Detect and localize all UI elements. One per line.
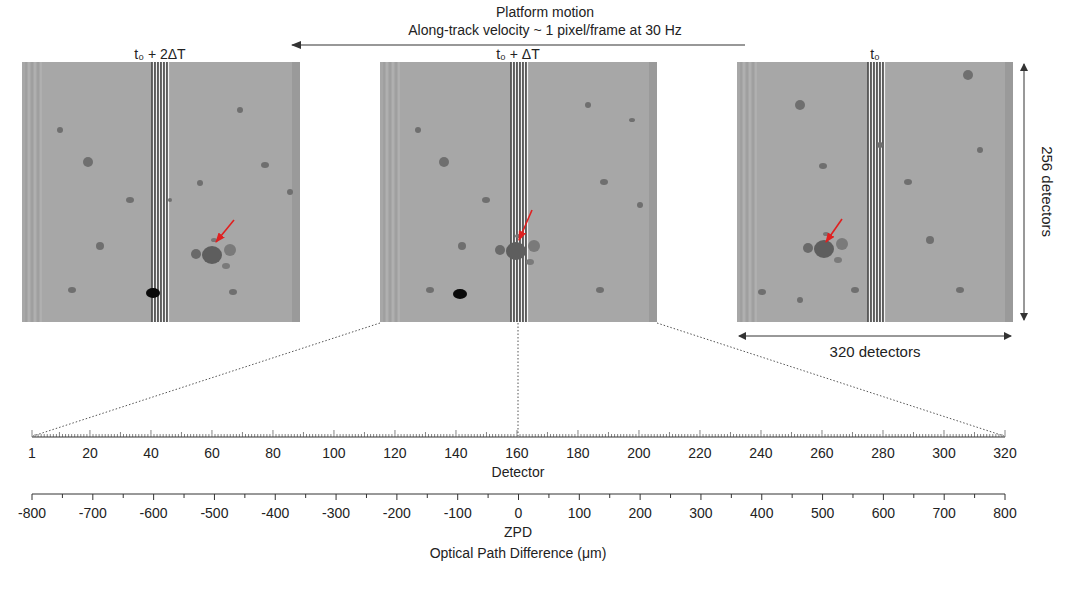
tick-label: -800 xyxy=(18,505,46,521)
tick-label: 700 xyxy=(933,505,956,521)
tick-label: 100 xyxy=(568,505,591,521)
label: 256 detectors xyxy=(1038,147,1055,238)
tick-label: 300 xyxy=(932,445,955,461)
label: ZPD xyxy=(504,524,532,540)
tick-label: -500 xyxy=(200,505,228,521)
label: Detector xyxy=(492,464,545,480)
tick-label: 300 xyxy=(689,505,712,521)
label: Platform motion xyxy=(496,4,594,20)
label: t₀ xyxy=(870,46,880,62)
tick-label: 200 xyxy=(627,445,650,461)
tick-label: 400 xyxy=(750,505,773,521)
tick-label: 40 xyxy=(143,445,159,461)
tick-label: 120 xyxy=(383,445,406,461)
tick-label: 0 xyxy=(515,505,523,521)
tick-label: -400 xyxy=(261,505,289,521)
tick-label: -200 xyxy=(383,505,411,521)
tick-label: 240 xyxy=(749,445,772,461)
tick-label: 600 xyxy=(872,505,895,521)
tick-label: 180 xyxy=(566,445,589,461)
tick-label: 1 xyxy=(28,445,36,461)
tick-label: 200 xyxy=(628,505,651,521)
label: Along-track velocity ~ 1 pixel/frame at … xyxy=(408,22,682,38)
tick-label: -300 xyxy=(322,505,350,521)
tick-label: 220 xyxy=(688,445,711,461)
tick-label: -100 xyxy=(444,505,472,521)
tick-label: 80 xyxy=(265,445,281,461)
label: t₀ + ΔT xyxy=(496,46,540,62)
tick-label: 20 xyxy=(82,445,98,461)
label: t₀ + 2ΔT xyxy=(134,46,185,62)
tick-label: -700 xyxy=(79,505,107,521)
label: 320 detectors xyxy=(830,343,921,360)
label: Optical Path Difference (μm) xyxy=(430,545,607,561)
tick-label: 140 xyxy=(444,445,467,461)
tick-label: 160 xyxy=(505,445,528,461)
tick-label: 60 xyxy=(204,445,220,461)
tick-label: 800 xyxy=(993,505,1016,521)
tick-label: 100 xyxy=(322,445,345,461)
tick-label: 280 xyxy=(871,445,894,461)
tick-label: 260 xyxy=(810,445,833,461)
tick-label: 500 xyxy=(811,505,834,521)
tick-label: -600 xyxy=(140,505,168,521)
tick-label: 320 xyxy=(993,445,1016,461)
